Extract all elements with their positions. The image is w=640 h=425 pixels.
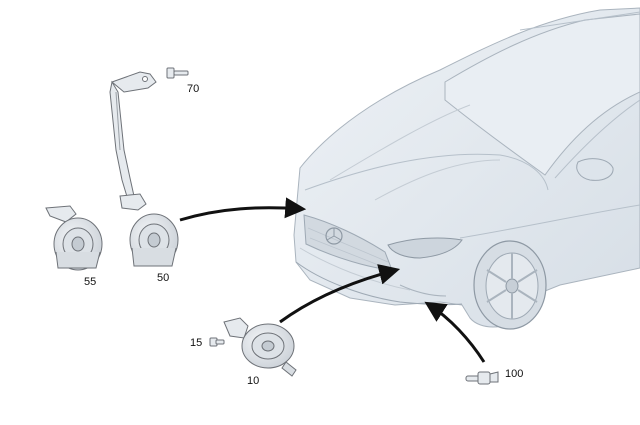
horn-55-part — [46, 206, 102, 270]
bolt-70 — [167, 68, 188, 78]
part-label-15: 15 — [190, 338, 202, 349]
car-front-illustration — [294, 8, 640, 329]
car-side-mirror — [577, 159, 613, 181]
car-front-wheel — [474, 241, 546, 329]
part-label-70: 70 — [187, 84, 199, 95]
arrow-horn-50-to-car — [180, 208, 302, 220]
part-label-100: 100 — [505, 369, 523, 380]
bolt-15-part — [210, 338, 224, 346]
part-label-50: 50 — [157, 273, 169, 284]
part-label-10: 10 — [247, 376, 259, 387]
horn-assembly-10-part — [224, 318, 296, 376]
horn-bracket-part — [110, 68, 188, 210]
horn-50-part — [130, 214, 178, 266]
sensor-100-part — [466, 372, 498, 384]
part-label-55: 55 — [84, 277, 96, 288]
